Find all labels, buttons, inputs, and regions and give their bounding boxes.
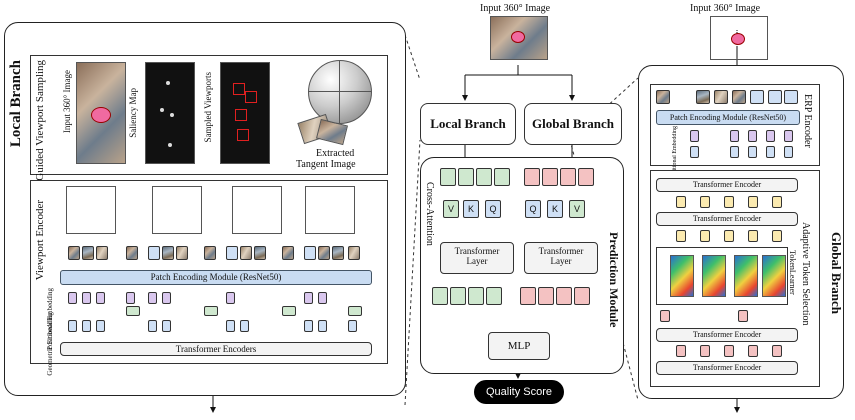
local-input-label: Input 360° Image (62, 70, 72, 134)
local-token-1 (440, 168, 456, 186)
erp-patch-row (656, 90, 798, 104)
global-branch-box: Global Branch (524, 103, 622, 145)
viewport-encoder-label: Viewport Encoder (34, 200, 46, 281)
viewport-image-2 (152, 186, 202, 234)
local-token-4 (494, 168, 510, 186)
out-global-token-4 (574, 287, 590, 305)
center-input-label: Input 360° Image (480, 3, 551, 14)
extracted-label: Extracted (316, 148, 355, 159)
local-embedding-tokens (68, 292, 362, 332)
quality-score: Quality Score (474, 380, 564, 404)
adaptive-token-selection-label: Adaptive Token Selection (800, 222, 811, 326)
global-transformer-encoder-4: Transformer Encoder (656, 361, 798, 375)
yellow-token-row-2 (676, 230, 796, 242)
global-transformer-layer: Transformer Layer (524, 242, 598, 274)
viewport-image-1 (66, 186, 116, 234)
local-geometric-embedding-label: Geometric Embedding (46, 312, 54, 376)
input-360-image-center (490, 16, 548, 60)
global-q: Q (525, 200, 541, 218)
token-map-4 (762, 255, 786, 297)
pink-token-row-2 (676, 345, 796, 357)
global-token-2 (542, 168, 558, 186)
viewport-image-3 (232, 186, 282, 234)
local-branch-title: Local Branch (8, 60, 24, 148)
input-360-image-local (76, 62, 126, 164)
out-global-token-3 (556, 287, 572, 305)
local-token-2 (458, 168, 474, 186)
out-global-token-1 (520, 287, 536, 305)
cross-attention-label: Cross-Attention (424, 182, 435, 246)
token-map-3 (734, 255, 758, 297)
viewport-patch-row (68, 246, 360, 260)
global-v: V (569, 200, 585, 218)
erp-encoder-label: ERP Encoder (802, 94, 813, 148)
local-token-3 (476, 168, 492, 186)
saliency-map-image (145, 62, 195, 164)
global-token-4 (578, 168, 594, 186)
out-local-token-4 (486, 287, 502, 305)
local-transformer-layer: Transformer Layer (440, 242, 514, 274)
global-transformer-encoder-1: Transformer Encoder (656, 178, 798, 192)
global-embedding-tokens (690, 130, 800, 160)
out-local-token-3 (468, 287, 484, 305)
local-q: Q (485, 200, 501, 218)
viewport-image-4 (305, 186, 355, 234)
saliency-map-label: Saliency Map (128, 88, 138, 138)
local-transformer-encoders: Transformer Encoders (60, 342, 372, 356)
local-v: V (443, 200, 459, 218)
global-token-1 (524, 168, 540, 186)
global-transformer-encoder-2: Transformer Encoder (656, 212, 798, 226)
pink-token-row-1 (660, 310, 780, 322)
global-branch-title: Global Branch (829, 232, 844, 314)
sampled-viewports-label: Sampled Viewports (203, 72, 213, 143)
token-learner-label: TokenLearner (788, 250, 797, 295)
sampled-viewports-image (220, 62, 270, 164)
global-input-label: Input 360° Image (690, 3, 761, 14)
out-local-token-1 (432, 287, 448, 305)
yellow-token-row-1 (676, 196, 796, 208)
global-token-3 (560, 168, 576, 186)
token-map-2 (702, 255, 726, 297)
local-patch-encoding-module: Patch Encoding Module (ResNet50) (60, 270, 372, 285)
token-map-1 (670, 255, 694, 297)
mlp-box: MLP (488, 332, 550, 360)
tangent-sphere (308, 60, 372, 124)
input-360-image-global (710, 16, 768, 60)
out-local-token-2 (450, 287, 466, 305)
global-k: K (547, 200, 563, 218)
out-global-token-2 (538, 287, 554, 305)
local-k: K (463, 200, 479, 218)
global-patch-encoding-module: Patch Encoding Module (ResNet50) (656, 110, 800, 125)
global-transformer-encoder-3: Transformer Encoder (656, 328, 798, 342)
tangent-image-label: Tangent Image (296, 159, 356, 170)
local-branch-box: Local Branch (420, 103, 516, 145)
prediction-module-label: Prediction Module (607, 232, 621, 328)
